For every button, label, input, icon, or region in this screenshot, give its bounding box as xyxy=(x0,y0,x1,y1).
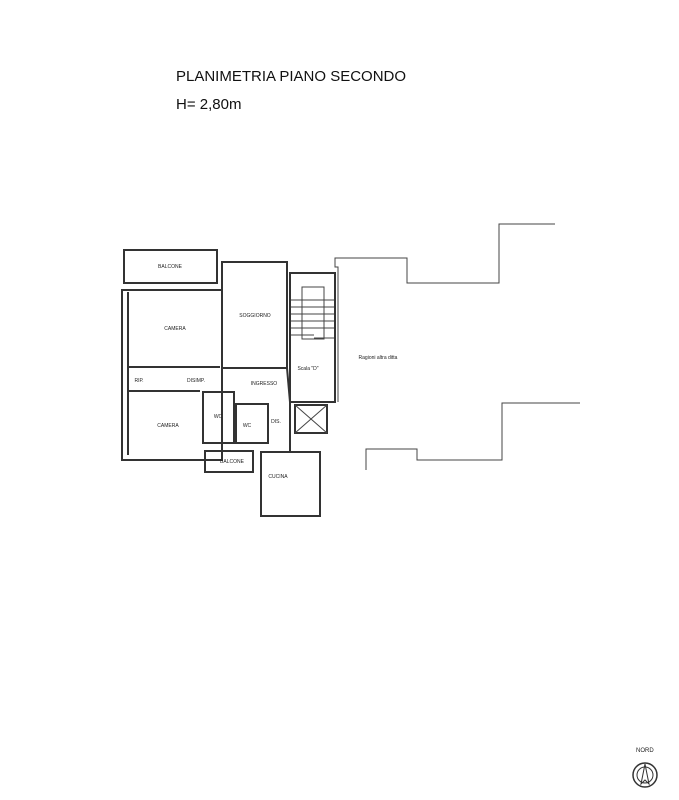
room-label-soggiorno: SOGGIORNO xyxy=(239,313,271,319)
room-label-disimp: DISIMP. xyxy=(187,378,205,384)
room-label-wc1: WC xyxy=(214,414,223,420)
room-label-scala: Scala "D" xyxy=(297,366,318,372)
stair-steps xyxy=(291,286,334,340)
neighbour-outline xyxy=(334,223,580,470)
wc1-wall xyxy=(202,391,235,444)
room-label-dis: DIS. xyxy=(271,419,281,425)
wc2-wall xyxy=(235,403,269,444)
room-label-ingresso: INGRESSO xyxy=(251,381,278,387)
elevator-shaft xyxy=(294,404,328,434)
balcony-top xyxy=(123,249,218,284)
room-label-ragioni: Ragioni altra ditta xyxy=(359,355,398,361)
room-label-balcone-bottom: BALCONE xyxy=(220,459,245,465)
stair-wall xyxy=(289,272,336,403)
room-label-cucina: CUCINA xyxy=(268,474,288,480)
left-block-wall xyxy=(121,289,223,461)
balcony-bottom xyxy=(204,450,254,473)
compass-label: NORD xyxy=(636,748,654,754)
room-label-wc2: WC xyxy=(243,423,252,429)
compass-icon xyxy=(632,762,658,788)
room-label-camera-top: CAMERA xyxy=(164,326,186,332)
ceiling-height: H= 2,80m xyxy=(176,96,242,113)
room-label-balcone-top: BALCONE xyxy=(158,264,183,270)
room-label-rip: RIP. xyxy=(134,378,143,384)
plan-title: PLANIMETRIA PIANO SECONDO xyxy=(176,68,407,85)
room-label-camera-bottom: CAMERA xyxy=(157,423,179,429)
cucina-wall xyxy=(260,451,321,517)
